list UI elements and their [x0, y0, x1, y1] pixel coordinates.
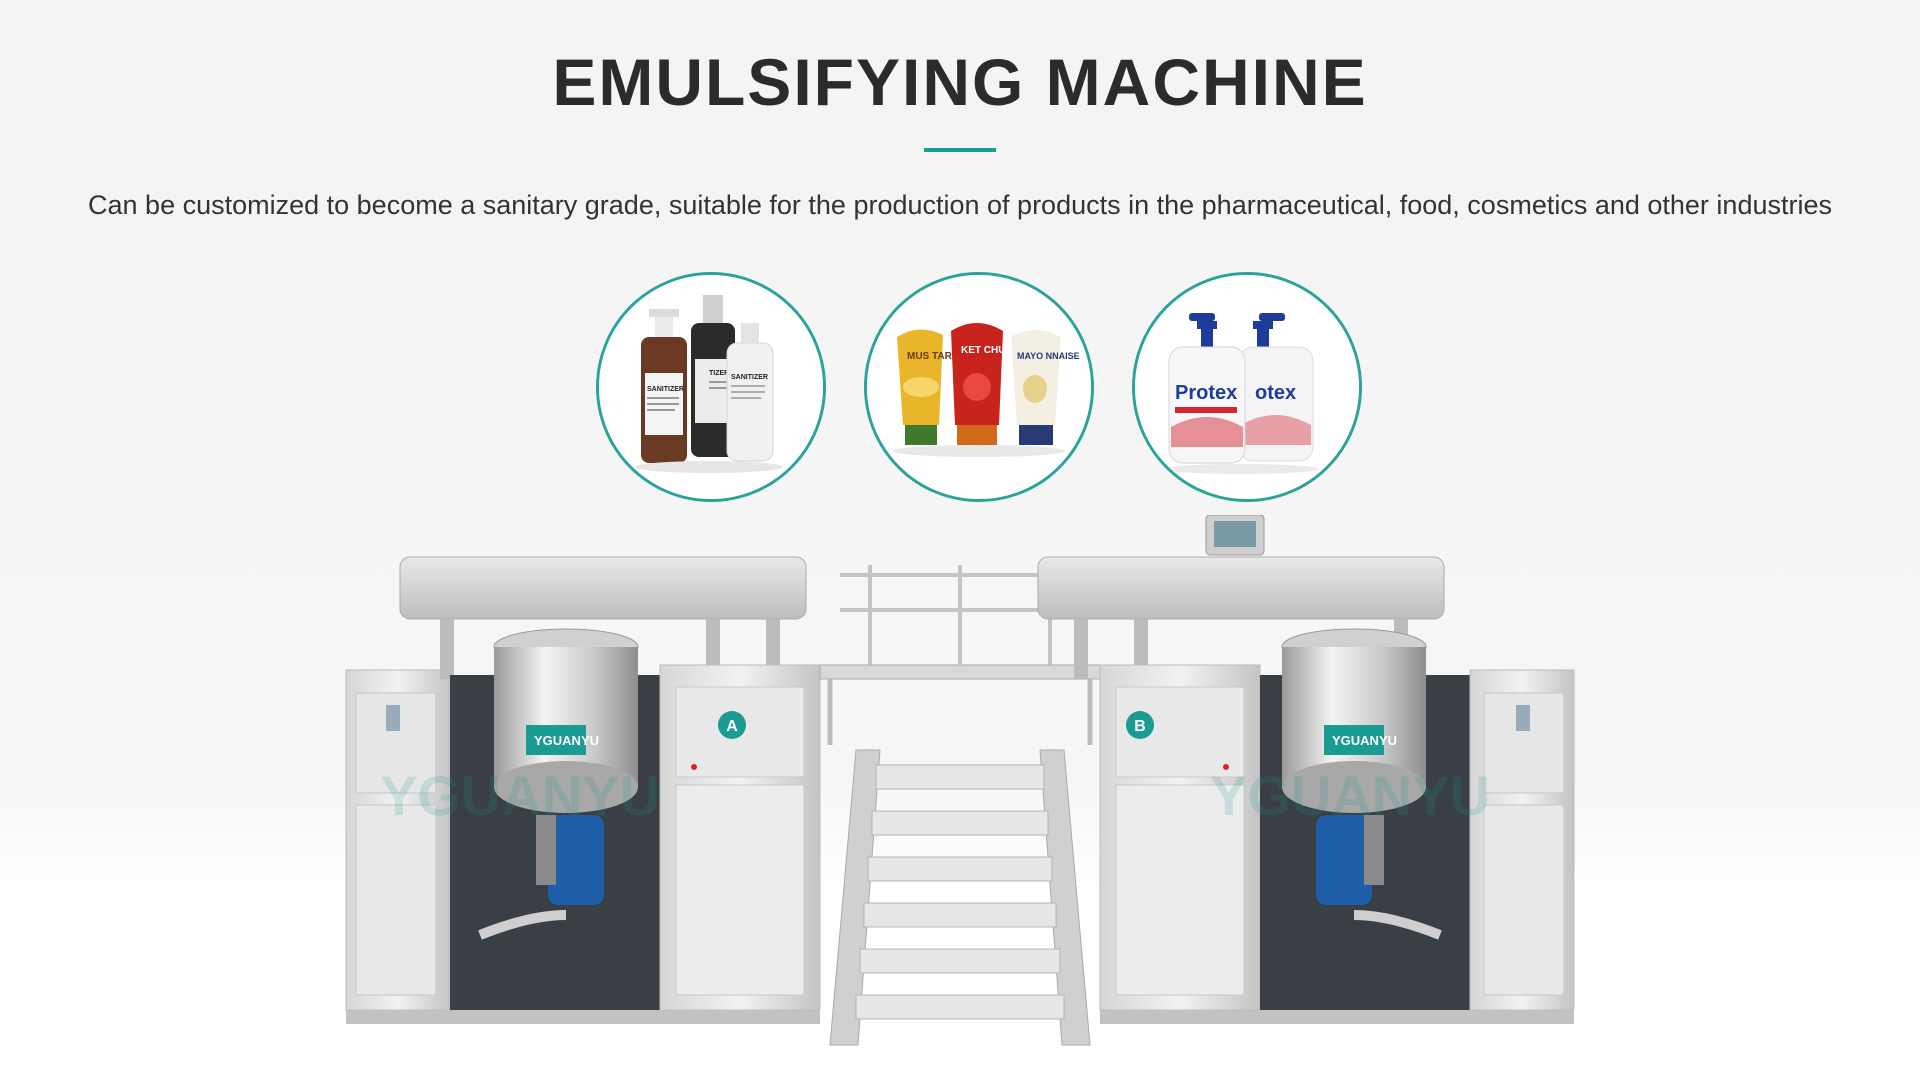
bottle-label-3: SANITIZER	[731, 374, 768, 381]
sauce-bottles-image: MUS TARD KET CHUP MAYO NNAISE	[867, 275, 1091, 499]
soap-label-1: Protex	[1175, 382, 1237, 404]
product-circle-sanitizer: SANITIZER TIZER SANITIZER	[596, 272, 826, 502]
bottle-label-1: SANITIZER	[647, 386, 684, 393]
bottle-label-2: TIZER	[709, 370, 729, 377]
title-underline	[924, 148, 996, 152]
page-title: EMULSIFYING MACHINE	[552, 45, 1368, 119]
emulsifying-machine-image: YGUANYU A YGUANYU	[330, 515, 1590, 1055]
sauce-label-mayo: MAYO NNAISE	[1017, 351, 1080, 361]
tank-brand-b: YGUANYU	[1332, 733, 1397, 748]
sauce-label-mustard: MUS TARD	[907, 351, 959, 362]
watermark-left: YGUANYU	[380, 764, 660, 827]
unit-label-a: A	[726, 718, 738, 735]
page-subtitle: Can be customized to become a sanitary g…	[88, 190, 1832, 220]
soap-label-2: otex	[1255, 382, 1296, 404]
emulsifying-machine-illustration: YGUANYU A YGUANYU	[345, 515, 1575, 1046]
tank-brand-a: YGUANYU	[534, 733, 599, 748]
soap-pumps-image: otex Protex	[1135, 275, 1359, 499]
sauce-label-ketchup: KET CHUP	[961, 345, 1012, 356]
watermark-right: YGUANYU	[1210, 764, 1490, 827]
product-circle-soap: otex Protex	[1132, 272, 1362, 502]
sanitizer-bottles-image: SANITIZER TIZER SANITIZER	[599, 275, 823, 499]
unit-label-b: B	[1134, 718, 1146, 735]
product-circle-sauces: MUS TARD KET CHUP MAYO NNAISE	[864, 272, 1094, 502]
